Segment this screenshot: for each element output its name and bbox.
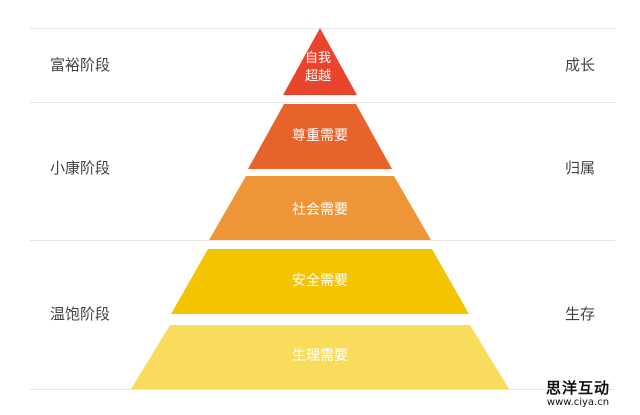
category-label-survival: 生存 (565, 305, 596, 323)
watermark-title: 思洋互动 (545, 379, 610, 397)
tier-esteem (248, 104, 392, 169)
tier-label-physiological: 生理需要 (292, 348, 348, 364)
tier-label-line: 自我 (304, 51, 331, 66)
watermark-logo: 思洋互动 www.ciya.cn (546, 379, 610, 409)
divider-middle (30, 240, 615, 241)
tier-physiological (131, 325, 509, 389)
tier-label-line: 超越 (304, 69, 331, 84)
divider-upper (30, 102, 615, 103)
tier-safety (171, 249, 469, 314)
divider-bottom (30, 389, 615, 390)
tier-label-self-transcendence: 自我 超越 (288, 50, 348, 86)
stage-label-subsistence: 温饱阶段 (50, 305, 111, 323)
tier-label-safety: 安全需要 (292, 273, 348, 289)
tier-label-social: 社会需要 (292, 202, 348, 218)
category-label-growth: 成长 (565, 56, 596, 74)
tier-label-esteem: 尊重需要 (292, 128, 348, 144)
stage-label-wealthy: 富裕阶段 (50, 56, 111, 74)
tier-self-transcendence (283, 28, 357, 95)
category-label-belonging: 归属 (565, 159, 596, 177)
stage-label-comfortable: 小康阶段 (50, 159, 111, 177)
divider-top (30, 28, 615, 29)
watermark-url: www.ciya.cn (546, 397, 610, 408)
tier-social (209, 176, 431, 240)
